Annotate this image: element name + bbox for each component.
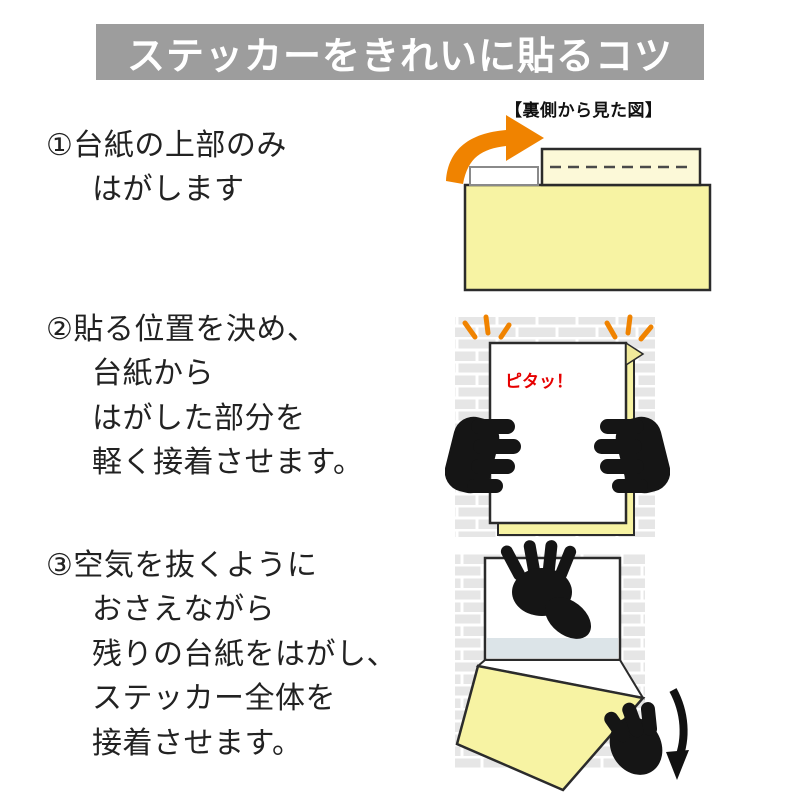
pita-label: ピタッ！ [505, 372, 573, 392]
right-hand-icon [594, 416, 670, 494]
sticker-sheet-backside [463, 147, 712, 292]
left-hand-icon [445, 416, 521, 494]
step-2-line-2: 台紙から [92, 356, 214, 392]
step-1-line-2: はがします [92, 172, 245, 208]
emphasis-marks-icon [462, 314, 654, 342]
step-2-text: ②貼る位置を決め、 台紙から はがした部分を 軽く接着させます。 [46, 308, 364, 486]
page-title-banner: ステッカーをきれいに貼るコツ [96, 24, 704, 80]
step-3-line-1: ③空気を抜くように [46, 548, 318, 583]
illustration-step-2: ピタッ！ [445, 314, 670, 537]
orange-peel-arrow-icon [446, 115, 544, 184]
peeling-backing-sheet [455, 664, 646, 792]
step-2-line-1: ②貼る位置を決め、 [46, 312, 318, 347]
curl-shading [487, 638, 618, 658]
press-hand-icon [500, 540, 592, 639]
liner-edge [469, 166, 539, 186]
corner-fold [625, 341, 645, 367]
step-3-line-4: ステッカー全体を [92, 681, 336, 717]
backside-view-caption: 【裏側から見た図】 [505, 101, 663, 121]
illustration-step-1 [446, 115, 712, 292]
step-3-text: ③空気を抜くように おさえながら 残りの台紙をはがし、 ステッカー全体を 接着さ… [46, 544, 397, 766]
step-2-line-3: はがした部分を [92, 400, 306, 436]
step-3-line-3: 残りの台紙をはがし、 [92, 636, 397, 672]
illustration-step-3 [455, 540, 689, 792]
step-2-line-4: 軽く接着させます。 [92, 445, 364, 481]
step-1-text: ①台紙の上部のみ はがします [46, 124, 287, 213]
peel-down-arrow-icon [669, 688, 688, 762]
peel-hand-icon [604, 702, 663, 775]
step-3-line-5: 接着させます。 [92, 725, 303, 761]
sticker-body [463, 183, 712, 292]
step-3-line-2: おさえながら [92, 592, 275, 628]
step-1-line-1: ①台紙の上部のみ [46, 128, 287, 163]
page-title: ステッカーをきれいに貼るコツ [126, 33, 673, 78]
peel-down-arrowhead [666, 750, 689, 780]
